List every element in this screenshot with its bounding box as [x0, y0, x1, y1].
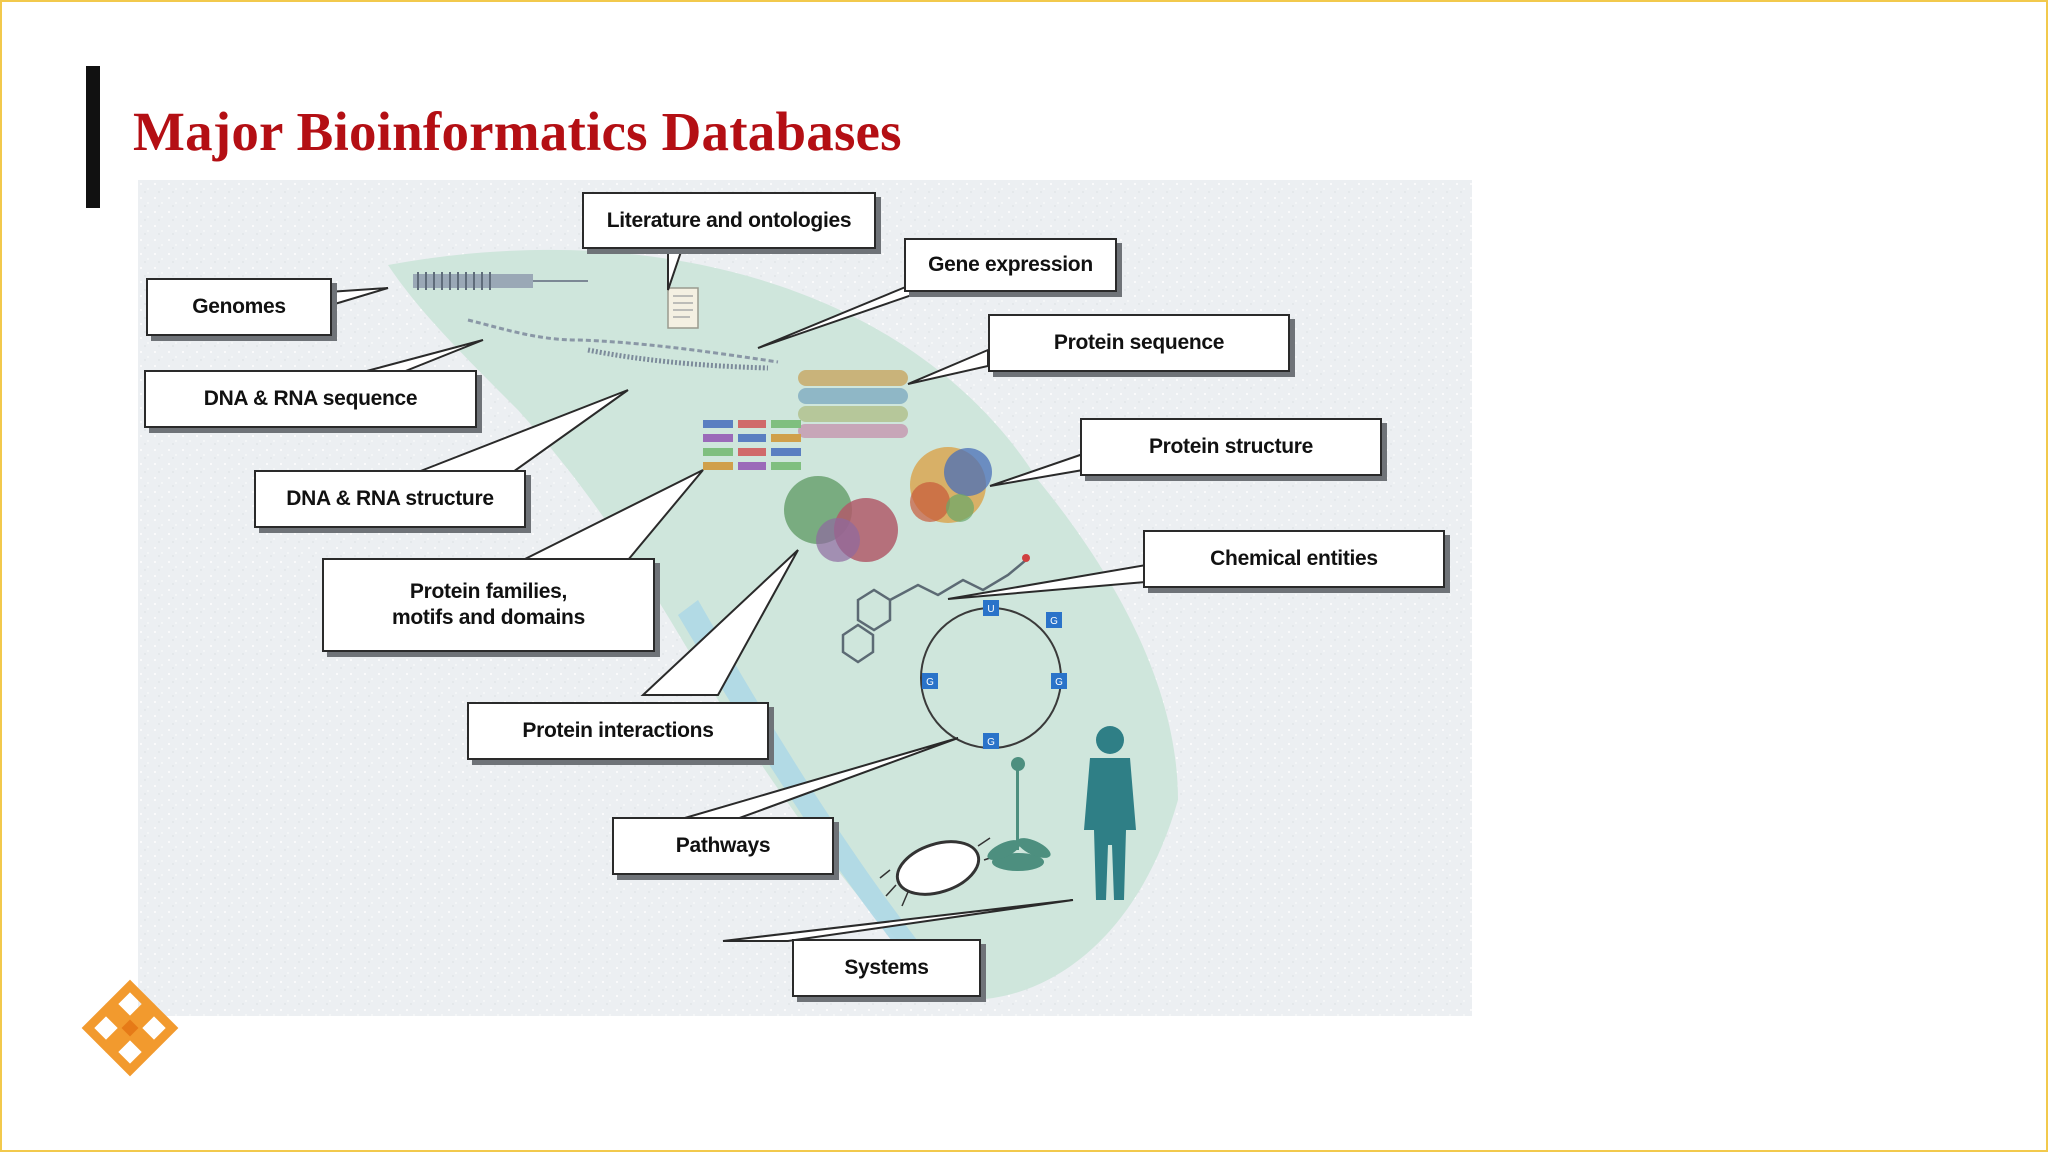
- dna-sequence-strand: [467, 318, 779, 364]
- callout-label: Literature and ontologies: [606, 208, 852, 232]
- callout-label: Protein interactions: [522, 719, 714, 742]
- band-edge: [678, 600, 958, 998]
- callout-dna-rna-sequence: DNA & RNA sequence: [144, 370, 477, 428]
- brand-logo: [81, 979, 179, 1077]
- callout-label: Protein sequence: [1053, 331, 1225, 354]
- protein-sequence-icon: [798, 370, 908, 438]
- protein-structure-icon: [910, 447, 992, 523]
- callout-dna-rna-structure: DNA & RNA structure: [254, 470, 526, 528]
- callout-systems: Systems: [792, 939, 981, 997]
- slide-title: Major Bioinformatics Databases: [133, 101, 902, 162]
- chemical-molecule-icon: [841, 554, 1030, 664]
- pathway-node-label: G: [1055, 677, 1063, 688]
- callout-gene-expression: Gene expression: [904, 238, 1117, 292]
- genome-sequence-icon: [413, 272, 588, 290]
- database-band: [388, 249, 1178, 1001]
- pathway-node-label: G: [1050, 616, 1058, 627]
- callout-label: Protein families, motifs and domains: [392, 580, 585, 629]
- callout-pathways: Pathways: [612, 817, 834, 875]
- protein-interactions-pointer: [640, 549, 799, 696]
- databases-figure: U G G G G Literature and ontologies Gene exp…: [138, 180, 1472, 1016]
- title-accent-bar: [86, 66, 100, 208]
- callout-label: Protein structure: [1148, 435, 1314, 458]
- callout-label: DNA & RNA sequence: [203, 387, 418, 410]
- pathway-node-label: U: [987, 604, 994, 615]
- callout-protein-sequence: Protein sequence: [988, 314, 1290, 372]
- bacterium-icon: [879, 837, 997, 907]
- callout-label: Systems: [844, 956, 929, 979]
- protein-interactions-icon: [784, 476, 898, 562]
- protein-families-alignment-icon: [703, 420, 801, 470]
- callout-protein-families: Protein families, motifs and domains: [322, 558, 655, 652]
- pathway-node-label: G: [926, 677, 934, 688]
- human-silhouette-icon: [1084, 726, 1136, 900]
- callout-label: Pathways: [675, 834, 771, 857]
- callout-label: Gene expression: [928, 253, 1093, 276]
- literature-document-icon: [667, 287, 699, 329]
- callout-chemical-entities: Chemical entities: [1143, 530, 1445, 588]
- callout-label: Genomes: [192, 295, 286, 318]
- systems-pointer: [722, 899, 1074, 942]
- callout-protein-interactions: Protein interactions: [467, 702, 769, 760]
- pathway-cycle-icon: [920, 600, 1067, 749]
- plant-icon: [987, 757, 1051, 871]
- pathway-node-label: G: [987, 737, 995, 748]
- callout-protein-structure: Protein structure: [1080, 418, 1382, 476]
- callout-genomes: Genomes: [146, 278, 332, 336]
- figure-artwork: U G G G G: [138, 180, 1472, 1016]
- callout-label: Chemical entities: [1210, 547, 1378, 570]
- callout-label: DNA & RNA structure: [286, 487, 494, 510]
- callout-literature-and-ontologies: Literature and ontologies: [582, 192, 876, 249]
- dna-helix-strand: [587, 347, 769, 371]
